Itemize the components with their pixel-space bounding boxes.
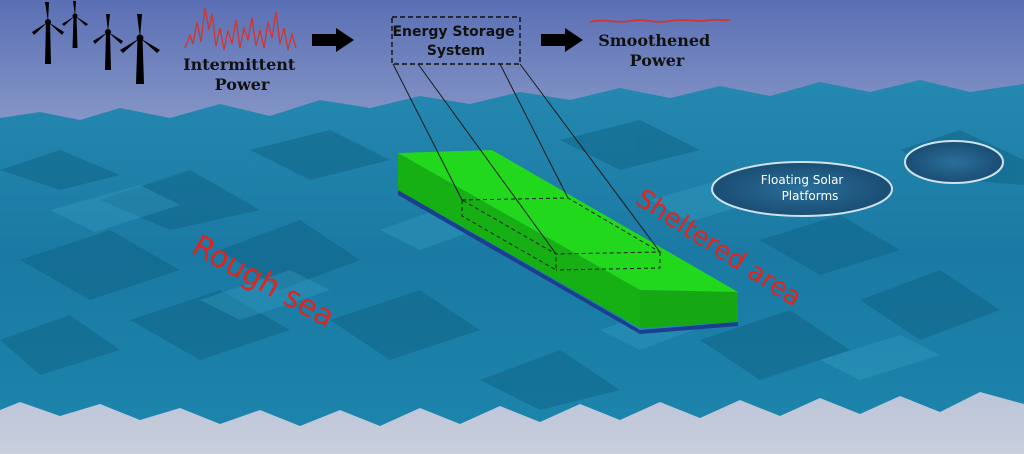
wave-highlights bbox=[50, 180, 940, 380]
intermittent-signal-icon bbox=[184, 7, 297, 51]
energy-storage-label: Energy Storage System bbox=[392, 24, 519, 59]
smoothened-power-label: Smoothened Power bbox=[598, 31, 716, 70]
floating-solar-platform-small bbox=[904, 140, 1004, 184]
intermittent-power-label: Intermittent Power bbox=[183, 55, 301, 94]
floating-solar-platform-large bbox=[711, 161, 893, 217]
smooth-signal-icon bbox=[589, 18, 731, 23]
energy-storage-box bbox=[391, 16, 521, 65]
platform-side-front bbox=[398, 153, 640, 328]
wind-turbine-icon bbox=[32, 1, 160, 84]
arrow-right-icon bbox=[312, 28, 354, 52]
platform-side-end bbox=[640, 290, 738, 328]
wave-shading bbox=[0, 120, 1024, 410]
floating-solar-label: Floating Solar Platforms bbox=[761, 173, 847, 203]
arrow-right-icon bbox=[541, 28, 583, 52]
storage-callout-lines bbox=[392, 63, 661, 255]
storage-platform bbox=[398, 150, 738, 334]
platform-top bbox=[398, 150, 738, 292]
